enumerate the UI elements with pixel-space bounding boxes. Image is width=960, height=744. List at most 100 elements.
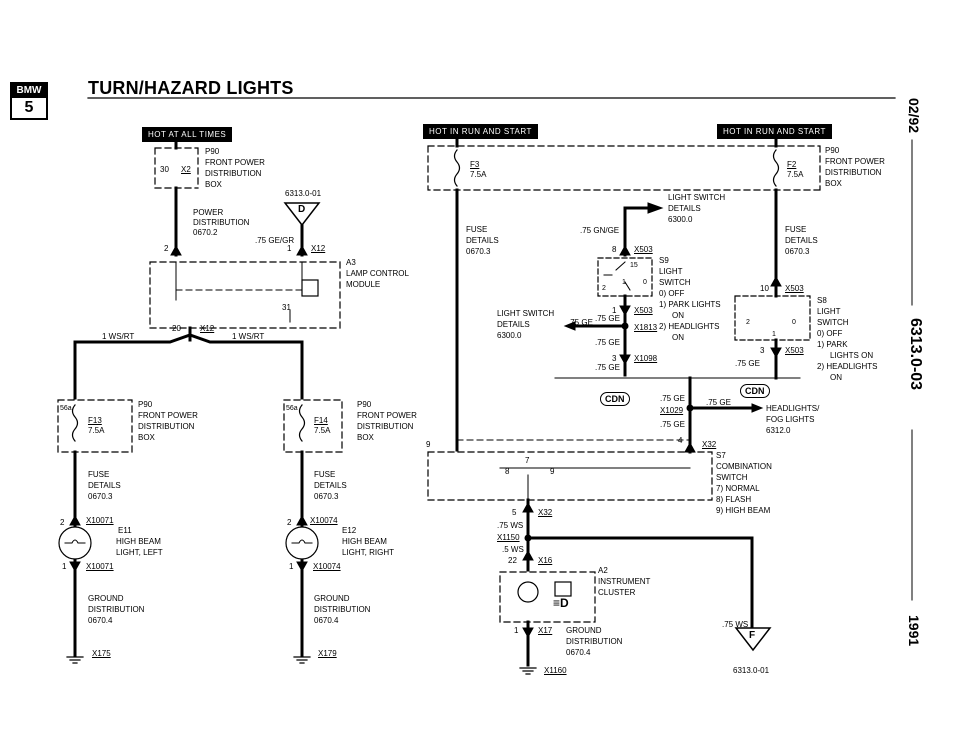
s9-opt-1b: ON — [672, 311, 684, 320]
wire-ws-rt-left: 1 WS/RT — [102, 332, 135, 341]
p90-desc-3: BOX — [205, 180, 222, 189]
fuse-details-mid-2: DETAILS — [314, 481, 347, 490]
power-dist-3: 0670.2 — [193, 228, 218, 237]
connector-x2: X2 — [181, 165, 191, 174]
s9-wire-3: .75 GE — [595, 338, 620, 347]
light-switch-ref-2: DETAILS — [668, 204, 701, 213]
e12-desc-1: HIGH BEAM — [342, 537, 387, 546]
light-switch-ref-3: 6300.0 — [668, 215, 693, 224]
connector-x1813: X1813 — [634, 323, 658, 332]
s7-pin-9-left: 9 — [426, 440, 431, 449]
connector-x1150: X1150 — [497, 533, 520, 542]
hot-label-right: HOT IN RUN AND START — [717, 124, 832, 139]
p90-label: P90 — [205, 147, 220, 156]
ground-mid-3: 0670.4 — [314, 616, 339, 625]
f14-desc-1: FRONT POWER — [357, 411, 417, 420]
connector-x503-s9-top: X503 — [634, 245, 653, 254]
f2-p90: P90 — [825, 146, 840, 155]
fuse-details-mid-3: 0670.3 — [314, 492, 339, 501]
ground-mid-1: GROUND — [314, 594, 350, 603]
s9-pin-0: 0 — [643, 279, 647, 286]
f13-desc-3: BOX — [138, 433, 155, 442]
e11-label: E11 — [118, 526, 132, 535]
e11-desc-1: HIGH BEAM — [116, 537, 161, 546]
a2-desc-1: INSTRUMENT — [598, 577, 651, 586]
lamp-ctrl-pin-20: 20 — [172, 324, 181, 333]
power-dist-2: DISTRIBUTION — [193, 218, 250, 227]
a2-pin-1: 1 — [514, 626, 519, 635]
fuse-details-mid-1: FUSE — [314, 470, 336, 479]
connector-x12-bottom: X12 — [200, 324, 215, 333]
e11-desc-2: LIGHT, LEFT — [116, 548, 163, 557]
page-title: TURN/HAZARD LIGHTS — [88, 78, 294, 98]
bmw-logo: BMW 5 — [10, 82, 48, 120]
ref-6313-bottom: 6313.0-01 — [733, 666, 770, 675]
a2-desc-2: CLUSTER — [598, 588, 636, 597]
connector-x179: X179 — [318, 649, 337, 658]
s8-opt-1: 1) PARK — [817, 340, 848, 349]
fuse-details-center-2: DETAILS — [466, 236, 499, 245]
lamp-ctrl-pin-2: 2 — [164, 244, 169, 253]
s9-pin-8: 8 — [612, 245, 617, 254]
s7-desc-1: COMBINATION — [716, 462, 772, 471]
logo-brand: BMW — [12, 84, 46, 98]
date-label: 02/92 — [906, 98, 922, 134]
s8-opt-2: 2) HEADLIGHTS — [817, 362, 878, 371]
s9-opt-1: 1) PARK LIGHTS — [659, 300, 721, 309]
a3-desc-2: MODULE — [346, 280, 381, 289]
f14-rating: 7.5A — [314, 426, 331, 435]
f2-desc-2: DISTRIBUTION — [825, 168, 882, 177]
p90-desc-2: DISTRIBUTION — [205, 169, 262, 178]
s9-pin-15: 15 — [630, 262, 638, 269]
s9-pin-1: 1 — [622, 279, 626, 286]
connector-x32-bottom: X32 — [538, 508, 553, 517]
s7-opt-9: 9) HIGH BEAM — [716, 506, 771, 515]
fuse-f13: F13 — [88, 416, 102, 425]
s8-label: S8 — [817, 296, 827, 305]
fuse-details-center-1: FUSE — [466, 225, 488, 234]
s7-desc-2: SWITCH — [716, 473, 748, 482]
f2-desc-1: FRONT POWER — [825, 157, 885, 166]
s8-pin-3: 3 — [760, 346, 765, 355]
s8-pin-2: 2 — [746, 319, 750, 326]
ground-left-2: DISTRIBUTION — [88, 605, 145, 614]
s8-pin-1: 1 — [772, 331, 776, 338]
hl-wire-2: .75 GE — [706, 398, 731, 407]
e11-pin-1: 1 — [62, 562, 67, 571]
fuse-details-right-3: 0670.3 — [785, 247, 810, 256]
a2-label: A2 — [598, 566, 608, 575]
connector-x1029: X1029 — [660, 406, 684, 415]
s7-pin-9: 9 — [550, 467, 555, 476]
s7-opt-8: 8) FLASH — [716, 495, 752, 504]
hl-desc-1: HEADLIGHTS/ — [766, 404, 820, 413]
s9-desc-2: SWITCH — [659, 278, 691, 287]
s7-pin-7: 7 — [525, 456, 530, 465]
light-switch-ref2-3: 6300.0 — [497, 331, 522, 340]
light-switch-ref2-2: DETAILS — [497, 320, 530, 329]
f13-pin: 56a — [60, 405, 72, 412]
wire-gn-ge: .75 GN/GE — [580, 226, 620, 235]
a2-gnd-1: GROUND — [566, 626, 602, 635]
connector-x16: X16 — [538, 556, 553, 565]
a3-desc-1: LAMP CONTROL — [346, 269, 409, 278]
s7-pin-5: 5 — [512, 508, 517, 517]
s9-wire-1: .75 GE — [595, 314, 620, 323]
ref-arrow-f: F — [749, 630, 756, 641]
ground-left-3: 0670.4 — [88, 616, 113, 625]
a2-gnd-3: 0670.4 — [566, 648, 591, 657]
e12-desc-2: LIGHT, RIGHT — [342, 548, 395, 557]
s9-pin-3: 3 — [612, 354, 617, 363]
f14-pin: 56a — [286, 405, 298, 412]
fuse-details-left-1: FUSE — [88, 470, 110, 479]
f14-p90: P90 — [357, 400, 372, 409]
ref-6313-top: 6313.0-01 — [285, 189, 322, 198]
s8-pin-10: 10 — [760, 284, 769, 293]
ref-arrow-d: D — [298, 204, 306, 215]
hl-wire-1: .75 GE — [660, 394, 685, 403]
s7-pin-8: 8 — [505, 467, 510, 476]
doc-number: 6313.0-03 — [907, 318, 924, 391]
a3-label: A3 — [346, 258, 356, 267]
f13-desc-2: DISTRIBUTION — [138, 422, 195, 431]
connector-x17: X17 — [538, 626, 553, 635]
